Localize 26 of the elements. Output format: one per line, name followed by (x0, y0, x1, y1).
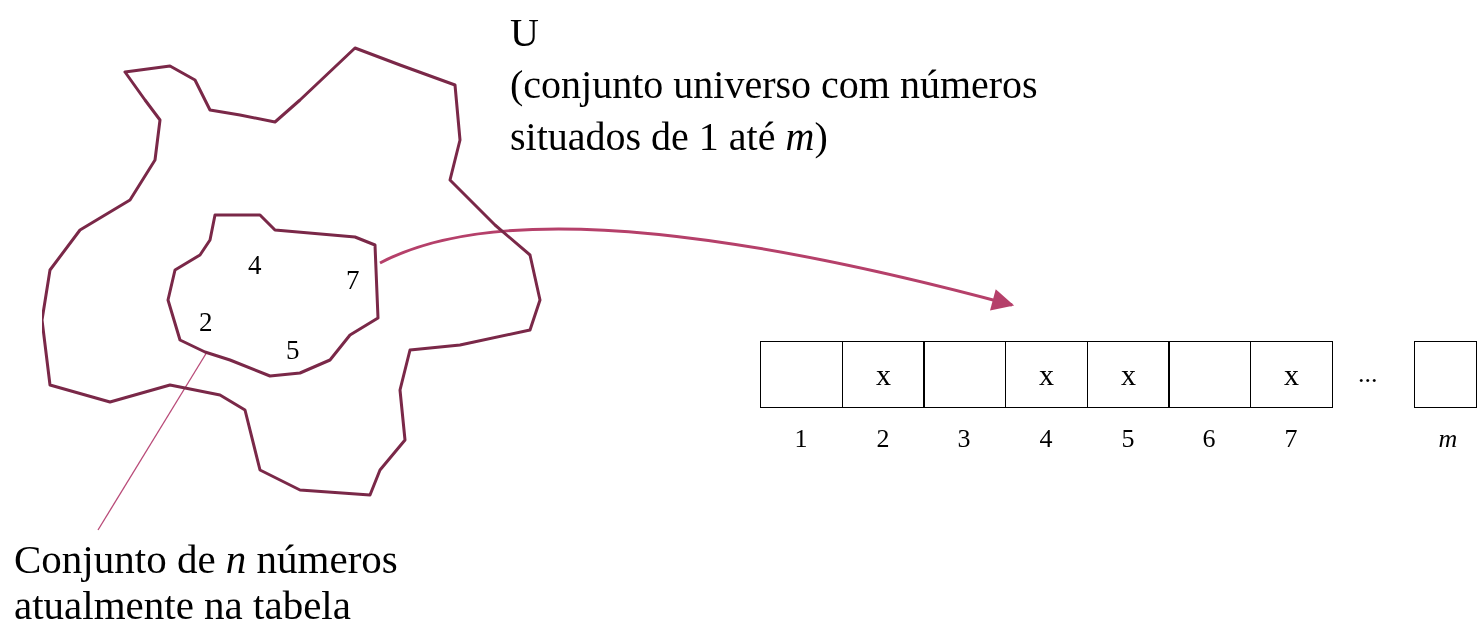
set-name: U (510, 10, 540, 56)
set-element: 4 (248, 250, 262, 280)
index-label: 2 (875, 424, 891, 454)
table-cell (1168, 341, 1251, 408)
table-cell: x (842, 341, 925, 408)
set-element: 5 (286, 335, 300, 365)
index-label: 5 (1120, 424, 1136, 454)
index-label: 1 (793, 424, 809, 454)
ellipsis: ... (1358, 360, 1378, 388)
set-element: 2 (199, 307, 213, 337)
index-label: m (1437, 424, 1459, 454)
table-cell (760, 341, 843, 408)
index-label: 6 (1201, 424, 1217, 454)
table-cell (923, 341, 1006, 408)
table-cell: x (1250, 341, 1333, 408)
callout-text: Conjunto de n números atualmente na tabela (14, 536, 399, 628)
index-label: 7 (1283, 424, 1299, 454)
set-description: (conjunto universo com números situados de 1 até m) (510, 61, 1039, 161)
index-label: 3 (956, 424, 972, 454)
set-element: 7 (346, 265, 360, 295)
table-cell (1414, 341, 1477, 408)
index-label: 4 (1038, 424, 1054, 454)
leader-line (97, 351, 208, 531)
curved-arrow (379, 227, 1015, 311)
table-cell: x (1087, 341, 1170, 408)
table-cell: x (1005, 341, 1088, 408)
